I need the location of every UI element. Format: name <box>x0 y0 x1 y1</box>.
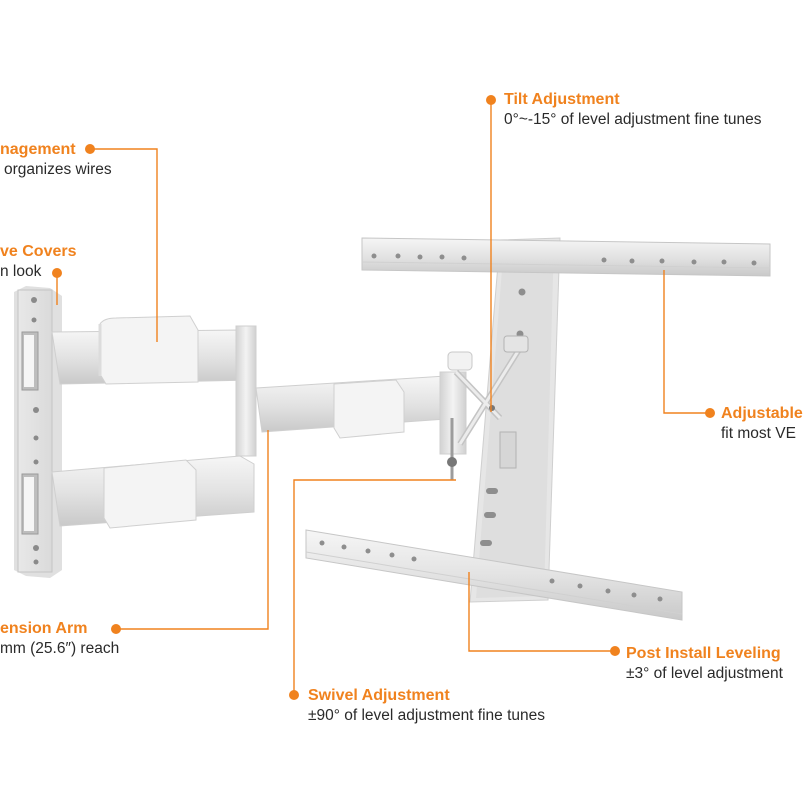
leveling-leader <box>468 572 615 652</box>
vesa-callout: Adjustable fit most VE <box>721 404 803 444</box>
cable-callout: nagement organizes wires <box>0 140 112 180</box>
vesa-desc: fit most VE <box>721 425 796 442</box>
covers-title: ve Covers <box>0 243 77 260</box>
top-rail <box>361 237 771 277</box>
covers-desc: n look <box>0 263 42 280</box>
swivel-callout: Swivel Adjustment ±90° of level adjustme… <box>308 686 545 726</box>
leader-lines <box>56 100 710 695</box>
cable-dot <box>85 144 95 154</box>
tilt-desc: 0°~-15° of level adjustment fine tunes <box>504 111 762 128</box>
vesa-leader <box>663 270 710 414</box>
swivel-title: Swivel Adjustment <box>308 687 450 704</box>
leveling-title: Post Install Leveling <box>626 645 781 662</box>
swivel-leader <box>293 479 456 695</box>
upper-arm <box>51 315 257 457</box>
cable-title: nagement <box>0 141 76 158</box>
extension-desc: mm (25.6″) reach <box>0 640 120 657</box>
vesa-title: Adjustable <box>721 405 803 422</box>
swivel-dot <box>289 690 299 700</box>
vertical-bracket <box>469 237 561 603</box>
vesa-dot <box>705 408 715 418</box>
leveling-dot <box>610 646 620 656</box>
tilt-callout: Tilt Adjustment 0°~-15° of level adjustm… <box>504 90 762 130</box>
tilt-mechanism <box>447 335 529 574</box>
extension-leader <box>116 430 269 630</box>
leader-dots <box>52 95 715 700</box>
tilt-dot <box>486 95 496 105</box>
tilt-title: Tilt Adjustment <box>504 91 620 108</box>
extension-title: ension Arm <box>0 620 88 637</box>
extension-callout: ension Arm mm (25.6″) reach <box>0 619 119 659</box>
bottom-rail <box>305 529 683 621</box>
extension-arm <box>255 351 473 455</box>
covers-callout: ve Covers n look <box>0 242 77 282</box>
leveling-callout: Post Install Leveling ±3° of level adjus… <box>626 644 783 684</box>
covers-dot <box>52 268 62 278</box>
lower-arm <box>51 455 255 529</box>
swivel-desc: ±90° of level adjustment fine tunes <box>308 707 546 724</box>
leveling-desc: ±3° of level adjustment <box>626 665 783 682</box>
extension-dot <box>111 624 121 634</box>
wall-plate <box>14 286 62 578</box>
cable-leader <box>90 148 158 342</box>
cable-desc: organizes wires <box>4 161 112 178</box>
